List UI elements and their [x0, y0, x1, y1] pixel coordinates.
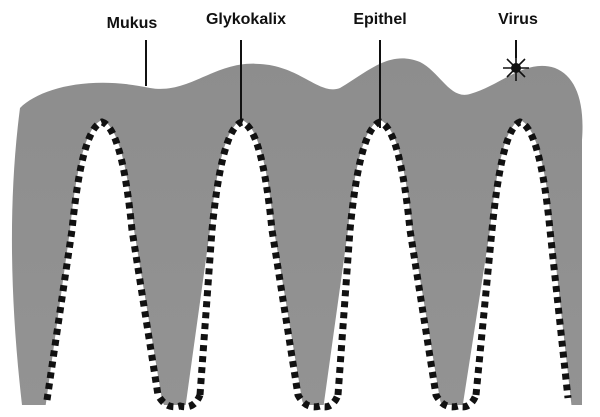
label-mukus: Mukus [107, 15, 158, 32]
label-epithel: Epithel [353, 11, 406, 28]
label-virus: Virus [498, 11, 538, 28]
label-glykokalix: Glykokalix [206, 11, 286, 28]
